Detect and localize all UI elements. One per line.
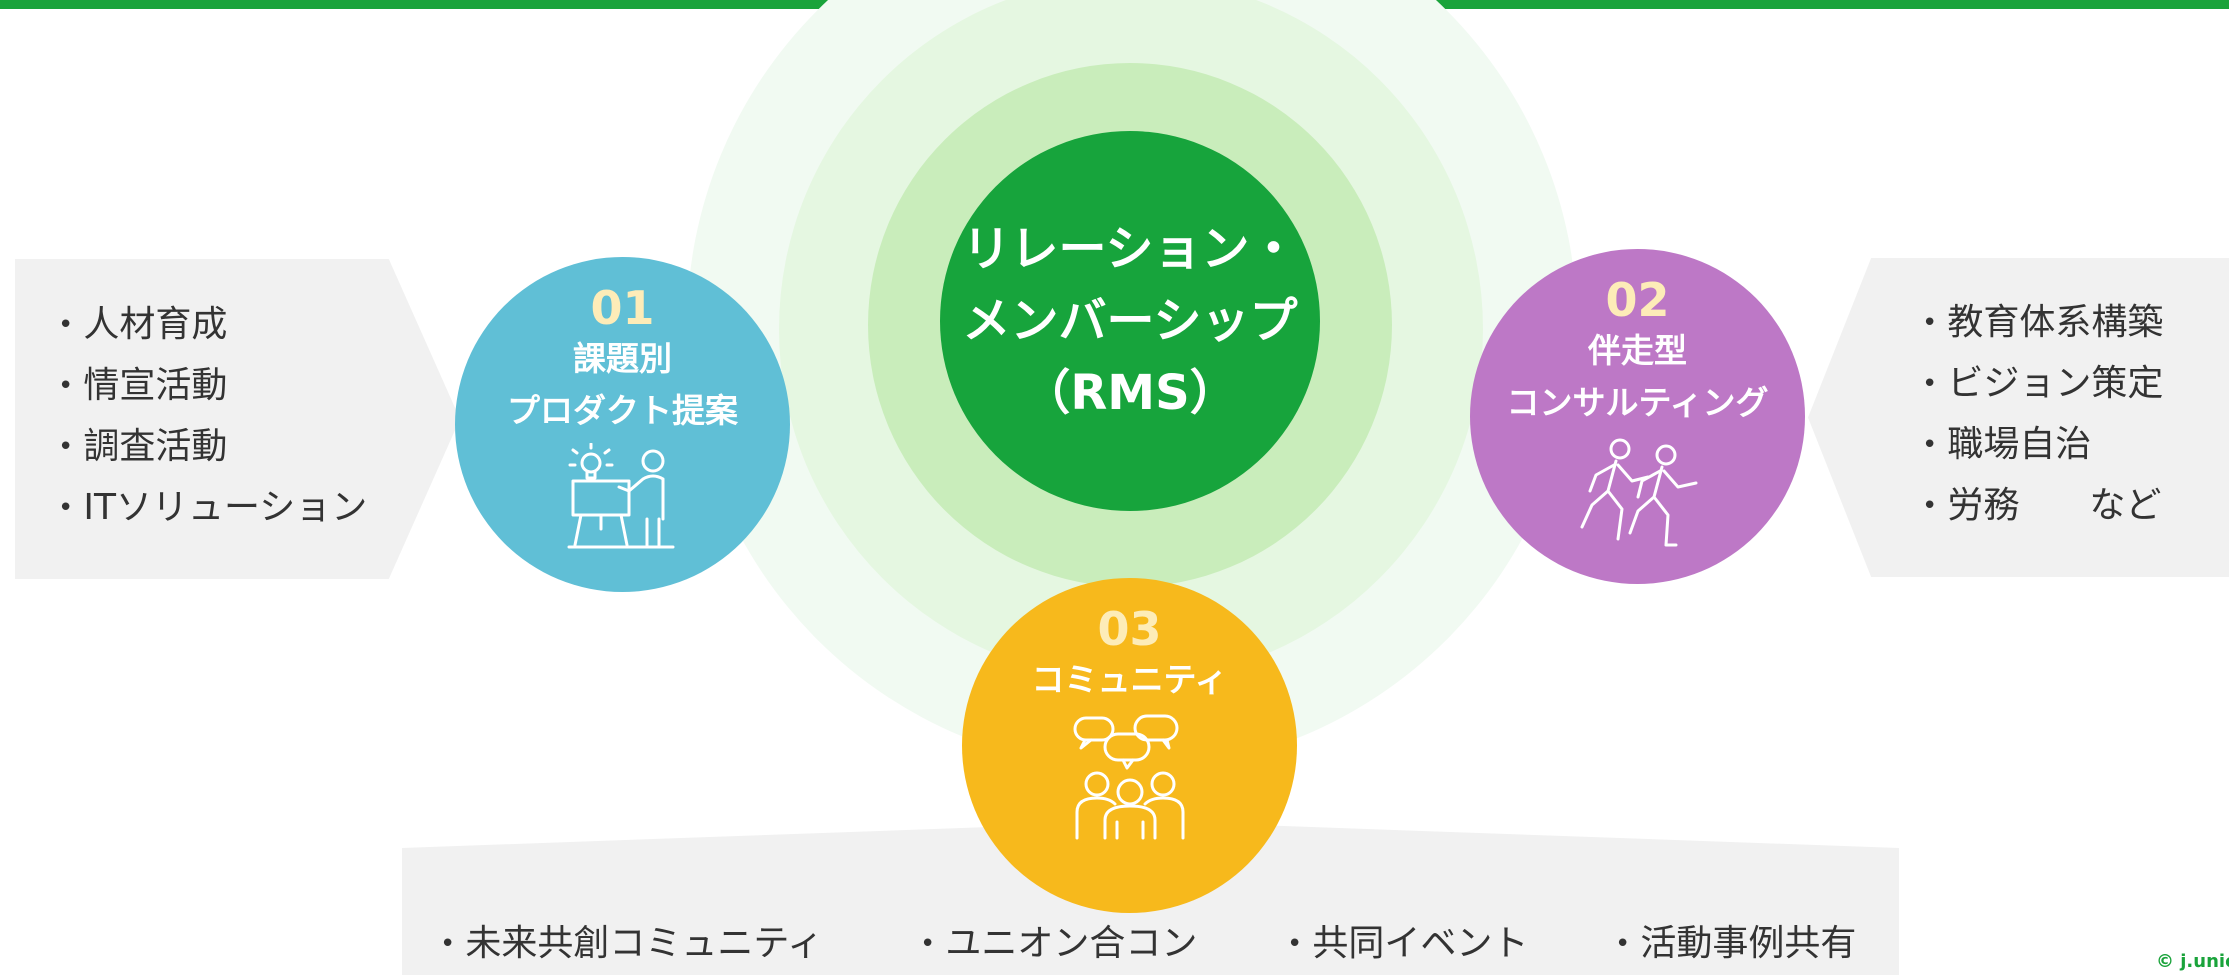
presentation-icon <box>567 443 674 549</box>
copyright-text: © j.unio <box>2156 951 2229 972</box>
community-chat-icon <box>1073 714 1184 840</box>
node-number: 01 <box>590 281 655 335</box>
node-03-community: 03 コミュニティ <box>962 578 1297 913</box>
node-number: 03 <box>1097 602 1162 656</box>
node-title-line-2: プロダクト提案 <box>507 391 738 430</box>
list-item: 人材育成 <box>58 296 367 357</box>
list-item: 調査活動 <box>58 418 367 479</box>
list-item-suffix: など <box>2089 485 2162 526</box>
list-item: ビジョン策定 <box>1922 355 2163 416</box>
node-title-line-1: 課題別 <box>573 339 672 378</box>
community-list: 未来共創コミュニティ ユニオン合コン 共同イベント 活動事例共有 <box>440 915 1856 976</box>
node-01-product-proposal: 01 課題別 プロダクト提案 <box>455 257 790 592</box>
running-people-icon <box>1580 438 1697 547</box>
list-item: 情宣活動 <box>58 357 367 418</box>
product-proposal-list: 人材育成 情宣活動 調査活動 ITソリューション <box>58 296 367 540</box>
center-title-line-1: リレーション・ <box>962 221 1298 277</box>
node-title-line-1: 伴走型 <box>1588 331 1687 370</box>
list-item: 職場自治 <box>1922 416 2163 477</box>
list-item: 労務 など <box>1922 477 2163 538</box>
list-item: ユニオン合コン <box>920 915 1287 976</box>
list-item-text: 労務 <box>1947 485 2020 526</box>
node-number: 02 <box>1605 273 1670 327</box>
consulting-list: 教育体系構築 ビジョン策定 職場自治 労務 など <box>1922 294 2163 538</box>
node-02-consulting: 02 伴走型 コンサルティング <box>1470 249 1805 584</box>
center-circle-rms: リレーション・ メンバーシップ （RMS） <box>940 131 1320 511</box>
list-item: 共同イベント <box>1287 915 1615 976</box>
center-title-line-3: （RMS） <box>1022 365 1238 421</box>
list-item: 活動事例共有 <box>1615 915 1856 976</box>
node-title-line-1: コミュニティ <box>1031 660 1228 699</box>
node-title-line-2: コンサルティング <box>1506 383 1769 422</box>
center-title-line-2: メンバーシップ <box>962 293 1298 349</box>
list-item: ITソリューション <box>58 479 367 540</box>
list-item: 未来共創コミュニティ <box>440 915 920 976</box>
list-item: 教育体系構築 <box>1922 294 2163 355</box>
